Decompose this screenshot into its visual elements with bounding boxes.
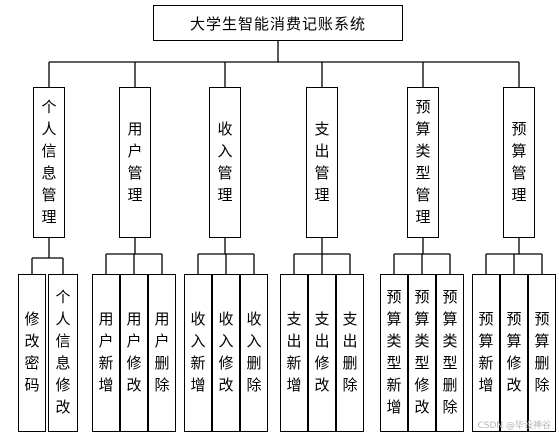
leaf-label: 用户修改 bbox=[126, 310, 142, 394]
module-node-expense: 支出管理 bbox=[306, 87, 338, 238]
leaf-label: 收入删除 bbox=[246, 310, 262, 394]
module-label: 个人信息管理 bbox=[41, 97, 57, 226]
leaf-label: 修改密码 bbox=[24, 310, 40, 394]
leaf-node: 预算新增 bbox=[472, 274, 500, 432]
leaf-label: 收入新增 bbox=[190, 310, 206, 394]
leaf-label: 预算类型删除 bbox=[442, 288, 458, 416]
module-node-user: 用户管理 bbox=[119, 87, 151, 238]
leaf-label: 个人信息修改 bbox=[55, 288, 71, 416]
leaf-label: 预算修改 bbox=[506, 310, 522, 394]
module-label: 支出管理 bbox=[314, 119, 330, 204]
root-node: 大学生智能消费记账系统 bbox=[153, 5, 403, 41]
leaf-node: 支出新增 bbox=[280, 274, 308, 432]
module-label: 用户管理 bbox=[127, 119, 143, 204]
leaf-label: 预算类型新增 bbox=[386, 288, 402, 416]
watermark-text: CSDN @毕设神谷 bbox=[477, 421, 551, 431]
module-node-personal-info: 个人信息管理 bbox=[33, 87, 65, 238]
module-node-budget-type: 预算类型管理 bbox=[407, 87, 439, 238]
leaf-node: 预算删除 bbox=[528, 274, 556, 432]
leaf-node: 收入删除 bbox=[240, 274, 268, 432]
leaf-node: 用户修改 bbox=[120, 274, 148, 432]
leaf-label: 支出新增 bbox=[286, 310, 302, 394]
leaf-label: 支出修改 bbox=[314, 310, 330, 394]
module-node-income: 收入管理 bbox=[209, 87, 241, 238]
leaf-label: 预算删除 bbox=[534, 310, 550, 394]
leaf-node: 预算类型修改 bbox=[408, 274, 436, 432]
leaf-node: 个人信息修改 bbox=[48, 274, 78, 432]
leaf-label: 收入修改 bbox=[218, 310, 234, 394]
module-label: 预算类型管理 bbox=[415, 97, 431, 226]
leaf-node: 修改密码 bbox=[18, 274, 46, 432]
leaf-node: 预算类型新增 bbox=[380, 274, 408, 432]
leaf-node: 用户删除 bbox=[148, 274, 176, 432]
module-node-budget: 预算管理 bbox=[503, 87, 535, 238]
root-title: 大学生智能消费记账系统 bbox=[189, 14, 366, 33]
leaf-node: 用户新增 bbox=[92, 274, 120, 432]
module-label: 预算管理 bbox=[511, 119, 527, 204]
leaf-node: 支出删除 bbox=[336, 274, 364, 432]
leaf-label: 预算新增 bbox=[478, 310, 494, 394]
leaf-label: 预算类型修改 bbox=[414, 288, 430, 416]
leaf-label: 用户删除 bbox=[154, 310, 170, 394]
leaf-node: 预算修改 bbox=[500, 274, 528, 432]
leaf-node: 预算类型删除 bbox=[436, 274, 464, 432]
leaf-label: 支出删除 bbox=[342, 310, 358, 394]
leaf-node: 收入修改 bbox=[212, 274, 240, 432]
leaf-node: 收入新增 bbox=[184, 274, 212, 432]
leaf-node: 支出修改 bbox=[308, 274, 336, 432]
leaf-label: 用户新增 bbox=[98, 310, 114, 394]
module-label: 收入管理 bbox=[217, 119, 233, 204]
